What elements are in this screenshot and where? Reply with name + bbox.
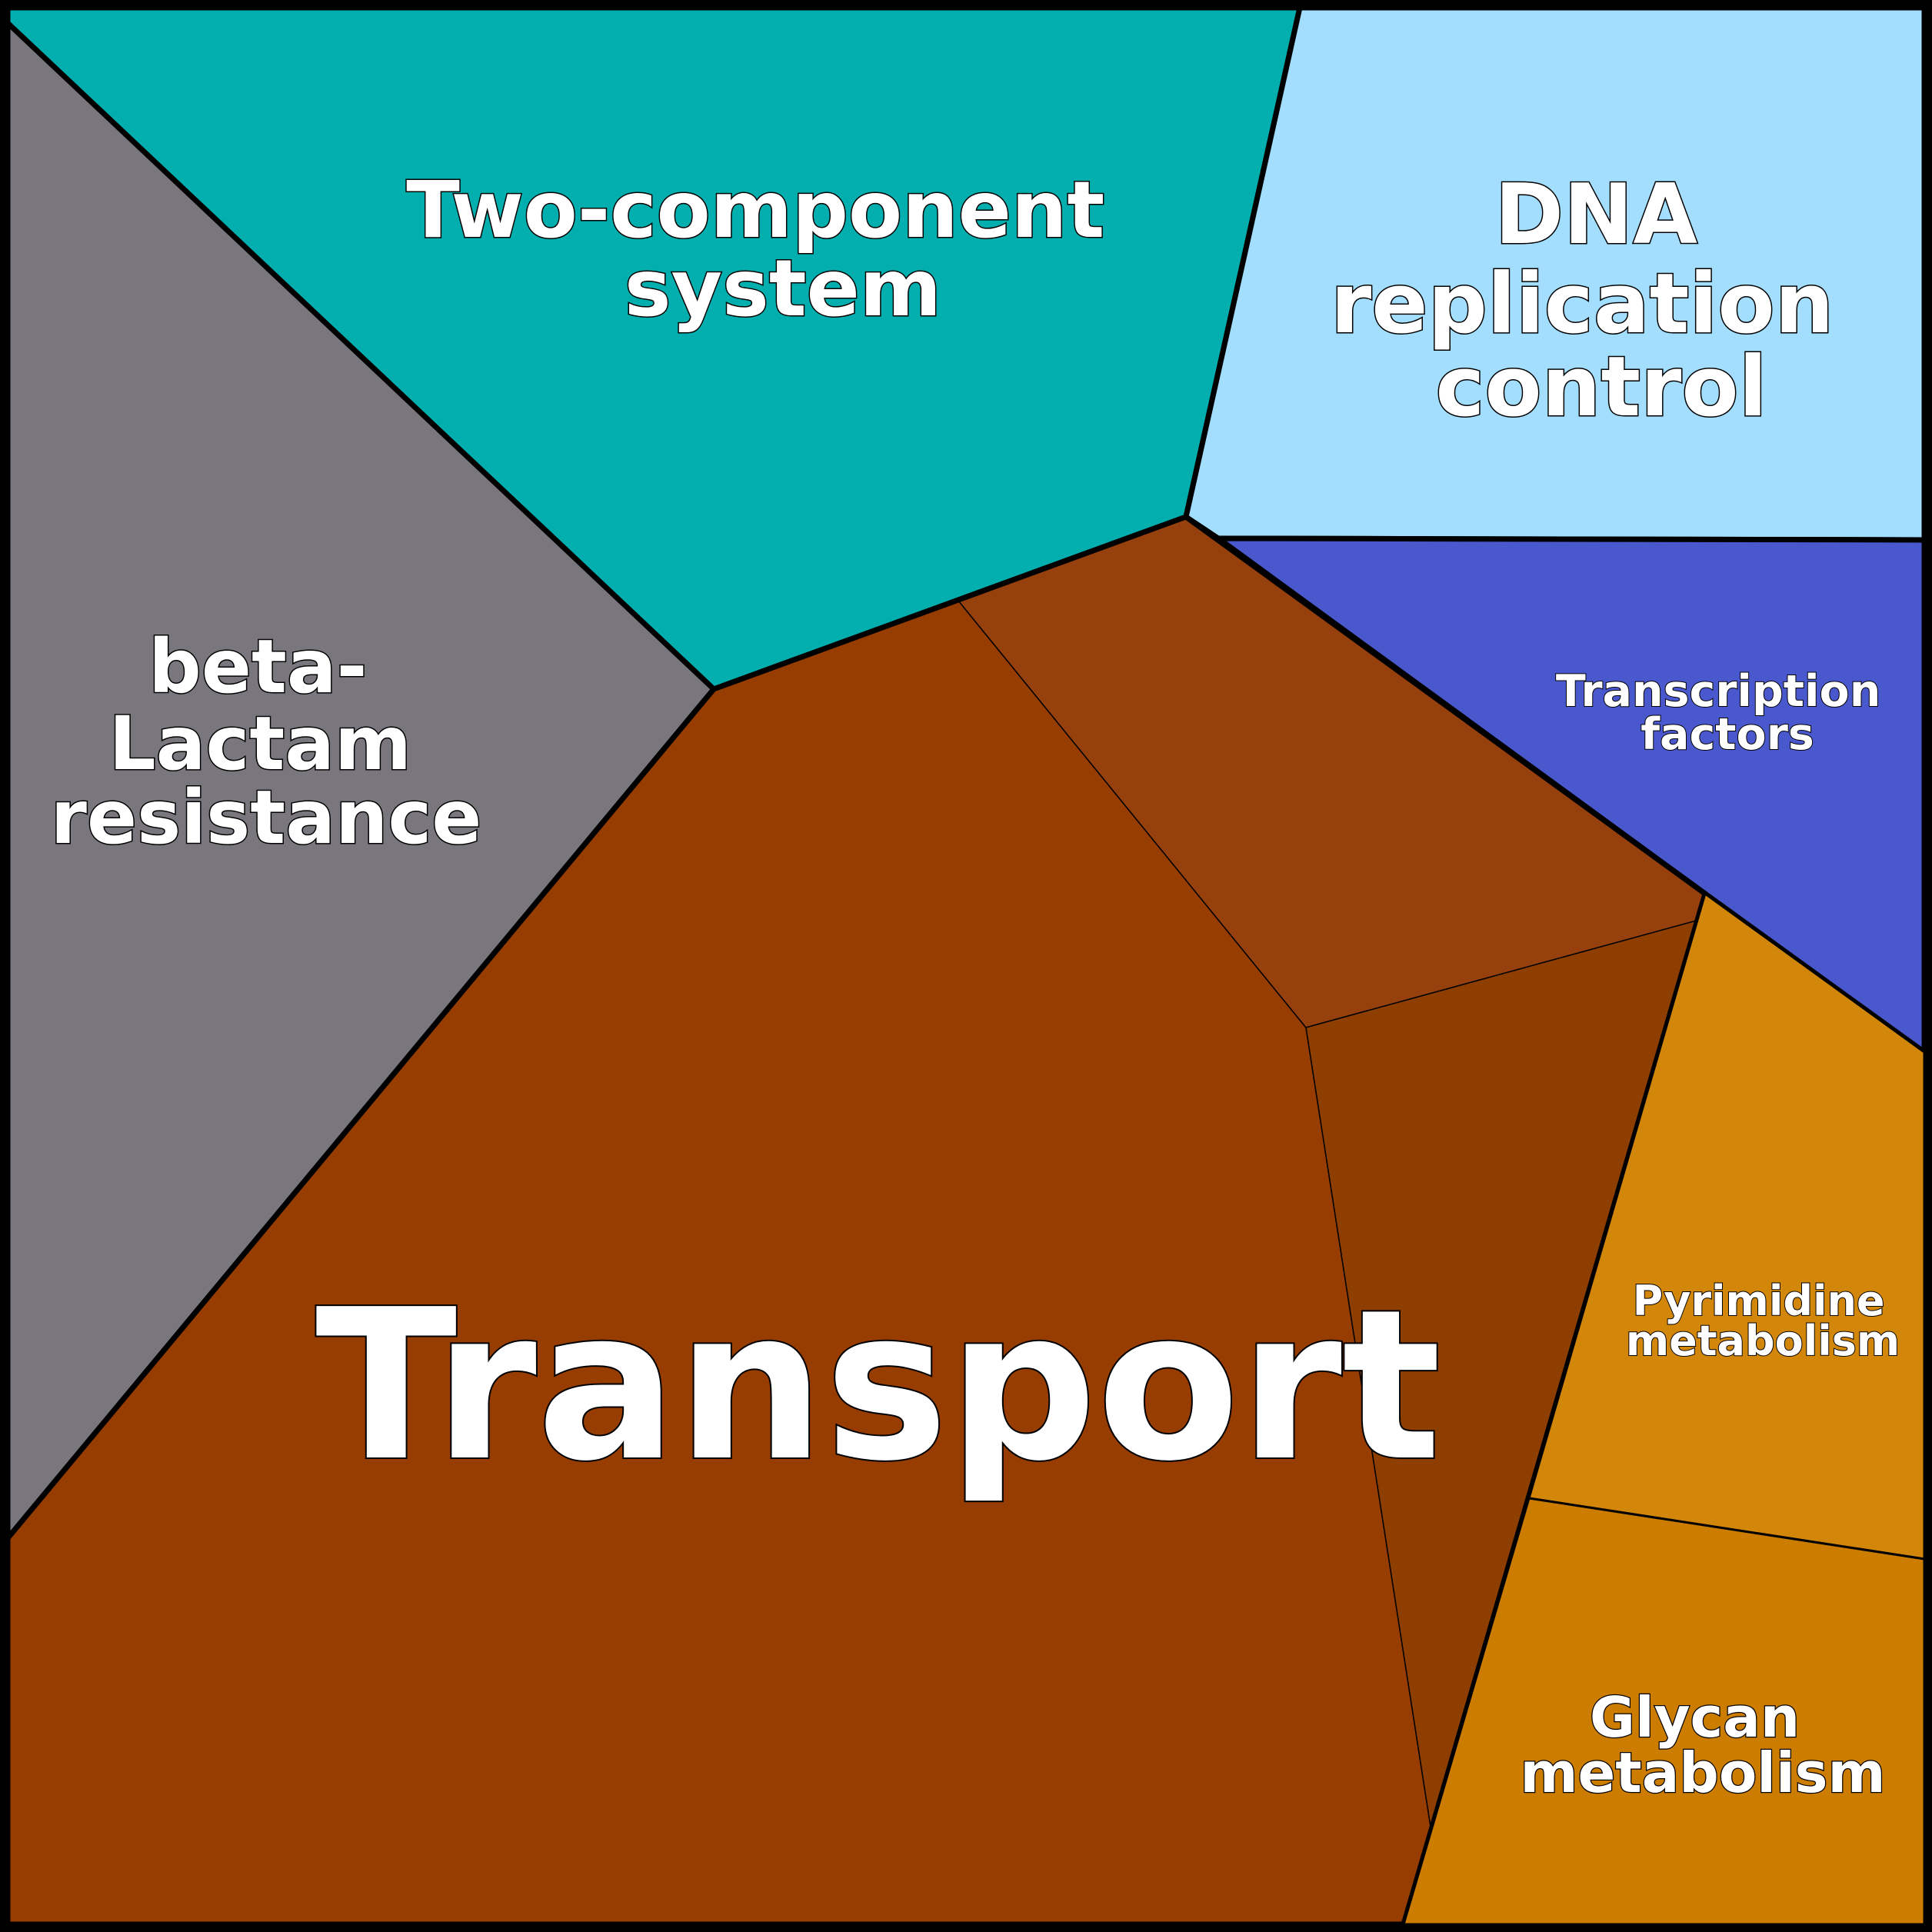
label-dna-replication-control: DNA replication control — [1331, 167, 1863, 435]
label-pyrimidine-metabolism-line-1: Pyrimidine — [1633, 1277, 1885, 1325]
label-transport: Transport — [315, 1264, 1441, 1507]
label-beta-lactam-resistance: beta- Lactam resistance — [51, 624, 482, 861]
label-dna-replication-control-line-2: replication — [1331, 256, 1834, 352]
label-glycan-metabolism-line-1: Glycan — [1590, 1685, 1800, 1750]
label-two-component-system-line-1: Two-component — [406, 165, 1104, 256]
label-dna-replication-control-line-1: DNA — [1494, 167, 1697, 263]
label-two-component-system: Two-component system — [406, 165, 1132, 335]
label-pyrimidine-metabolism-line-2: metabolism — [1626, 1317, 1900, 1365]
label-glycan-metabolism-line-2: metabolism — [1520, 1740, 1885, 1805]
cell-beta-lactam-resistance[interactable]: beta- Lactam resistance — [5, 20, 717, 1541]
label-dna-replication-control-line-3: control — [1435, 339, 1767, 435]
label-transcription-factors-line-1: Transcription — [1556, 666, 1880, 717]
label-beta-lactam-resistance-line-3: resistance — [51, 774, 482, 861]
label-transcription-factors-line-2: factors — [1641, 709, 1814, 760]
cell-dna-replication-control[interactable]: DNA replication control — [1183, 5, 1927, 543]
cell-glycan-metabolism[interactable]: Glycan metabolism — [1402, 1497, 1926, 1926]
label-transport-line-1: Transport — [315, 1264, 1441, 1507]
label-beta-lactam-resistance-line-2: Lactam — [109, 701, 412, 787]
label-two-component-system-line-2: system — [625, 243, 941, 335]
label-pyrimidine-metabolism: Pyrimidine metabolism — [1626, 1277, 1900, 1365]
label-beta-lactam-resistance-line-1: beta- — [148, 624, 367, 710]
label-transcription-factors: Transcription factors — [1556, 666, 1896, 760]
cell-transport[interactable]: Transport — [5, 514, 1708, 1927]
cell-pyrimidine-metabolism[interactable]: Pyrimidine metabolism — [1527, 892, 1926, 1561]
label-glycan-metabolism: Glycan metabolism — [1520, 1685, 1885, 1805]
